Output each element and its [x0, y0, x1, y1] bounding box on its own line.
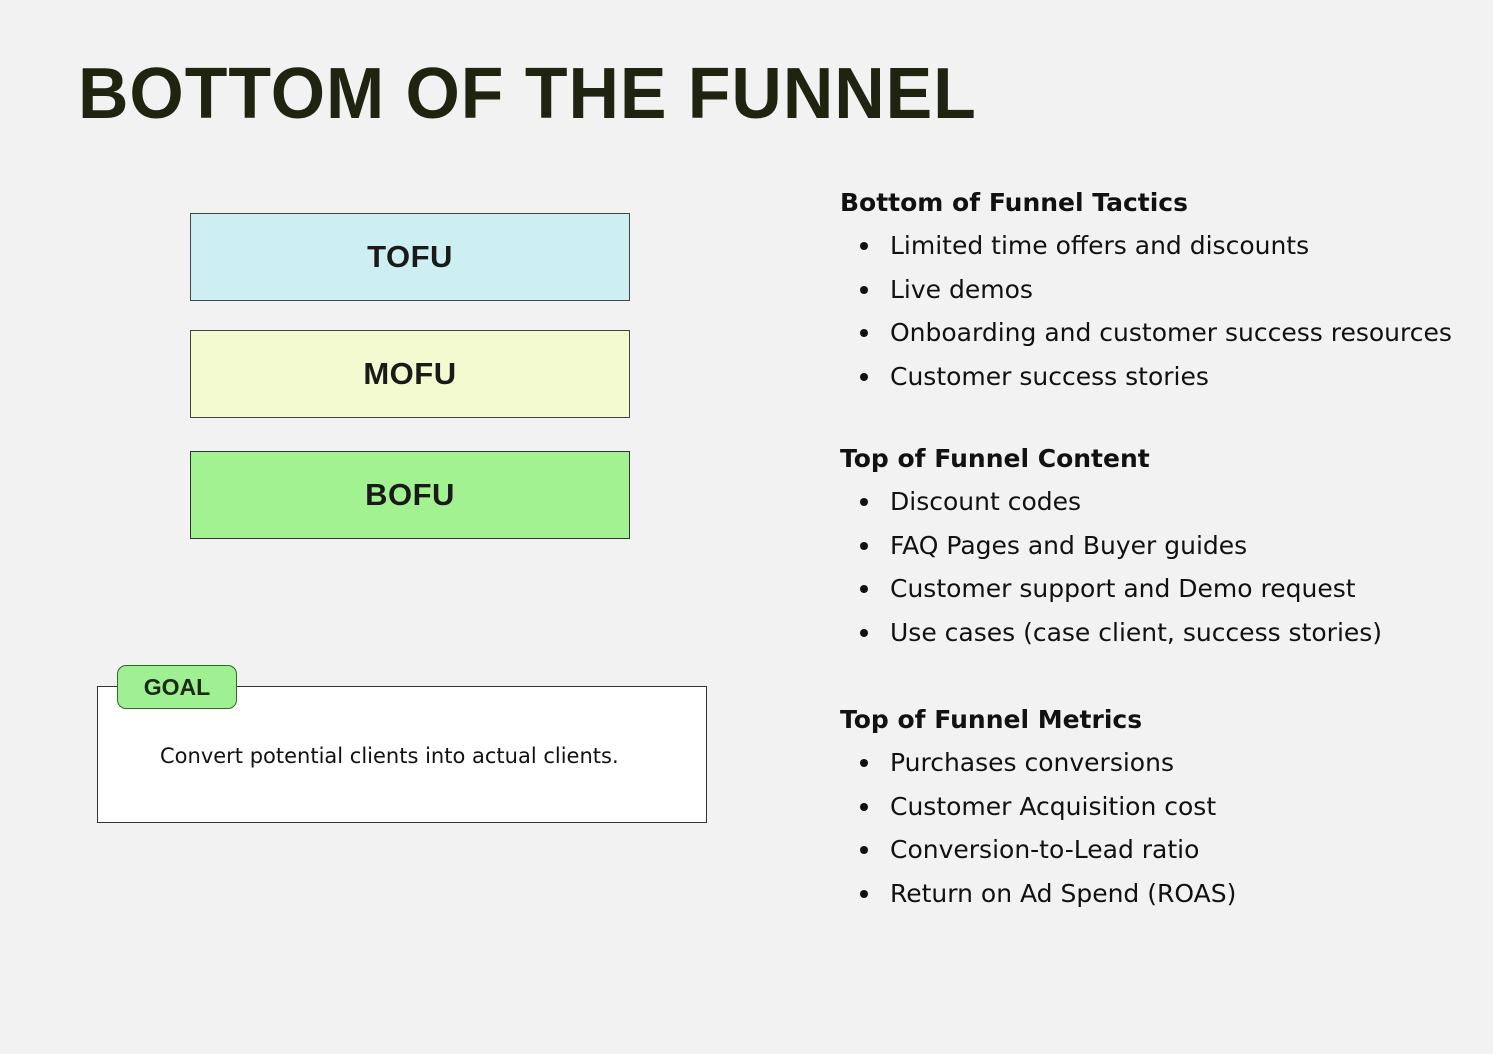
section-heading: Bottom of Funnel Tactics: [840, 188, 1189, 217]
goal-tag: GOAL: [117, 665, 237, 709]
list-item: Live demos: [840, 275, 1480, 319]
section-heading: Top of Funnel Content: [840, 444, 1150, 473]
list-item-text: Customer success stories: [890, 361, 1209, 391]
section-heading: Top of Funnel Metrics: [840, 705, 1143, 734]
section-top-funnel-metrics: Top of Funnel Metrics Purchases conversi…: [840, 705, 1480, 922]
funnel-stage-mofu: MOFU: [190, 330, 630, 418]
list-item-text: Discount codes: [890, 487, 1082, 516]
list-item-text: FAQ Pages and Buyer guides: [890, 530, 1248, 560]
list-item-text: Conversion-to-Lead ratio: [890, 835, 1200, 864]
section-bottom-funnel-tactics: Bottom of Funnel Tactics Limited time of…: [840, 188, 1480, 405]
bullet-icon: [860, 329, 868, 337]
list-item: FAQ Pages and Buyer guides: [840, 531, 1480, 575]
list-item: Discount codes: [840, 487, 1480, 531]
bullet-icon: [860, 585, 868, 593]
section-top-funnel-content: Top of Funnel Content Discount codes FAQ…: [840, 444, 1480, 661]
bullet-icon: [860, 242, 868, 250]
list-item: Customer support and Demo request: [840, 574, 1480, 618]
list-item: Customer success stories: [840, 362, 1480, 406]
list-item: Return on Ad Spend (ROAS): [840, 879, 1480, 923]
bullet-icon: [860, 846, 868, 854]
funnel-stage-tofu: TOFU: [190, 213, 630, 301]
bullet-icon: [860, 372, 868, 381]
funnel-stage-label: BOFU: [365, 477, 455, 512]
list-item: Onboarding and customer success resource…: [840, 318, 1480, 362]
goal-text: Convert potential clients into actual cl…: [160, 744, 619, 768]
list-item-text: Return on Ad Spend (ROAS): [890, 878, 1237, 908]
list-item: Conversion-to-Lead ratio: [840, 835, 1480, 879]
list-item-text: Live demos: [890, 274, 1033, 304]
list-item-text: Onboarding and customer success resource…: [890, 318, 1452, 347]
bullet-icon: [860, 541, 868, 550]
list-item: Purchases conversions: [840, 748, 1480, 792]
bullet-icon: [860, 889, 868, 898]
bullet-icon: [860, 498, 868, 506]
list-item-text: Purchases conversions: [890, 748, 1174, 777]
bullet-list: Purchases conversions Customer Acquisiti…: [840, 748, 1480, 922]
bullet-icon: [860, 802, 868, 811]
funnel-stage-label: TOFU: [367, 239, 453, 274]
bullet-icon: [860, 759, 868, 767]
page-title: BOTTOM OF THE FUNNEL: [78, 54, 977, 134]
bullet-list: Discount codes FAQ Pages and Buyer guide…: [840, 487, 1480, 661]
bullet-icon: [860, 285, 868, 294]
list-item-text: Customer support and Demo request: [890, 574, 1356, 603]
list-item: Use cases (case client, success stories): [840, 618, 1480, 662]
funnel-stage-bofu: BOFU: [190, 451, 630, 539]
bullet-list: Limited time offers and discounts Live d…: [840, 231, 1480, 405]
list-item-text: Use cases (case client, success stories): [890, 617, 1383, 647]
funnel-stage-label: MOFU: [363, 356, 457, 391]
list-item-text: Limited time offers and discounts: [890, 231, 1310, 260]
bullet-icon: [860, 628, 868, 637]
list-item-text: Customer Acquisition cost: [890, 791, 1217, 821]
list-item: Customer Acquisition cost: [840, 792, 1480, 836]
list-item: Limited time offers and discounts: [840, 231, 1480, 275]
